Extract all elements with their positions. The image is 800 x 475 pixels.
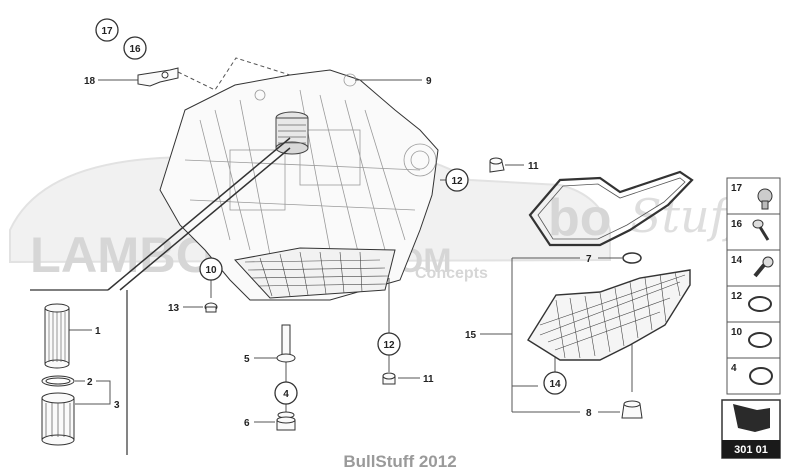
callout-14: 14 <box>543 371 567 395</box>
seal-ring-icon <box>748 296 772 312</box>
legend-row-14: 14 <box>731 255 774 278</box>
arrow-icon <box>733 404 770 432</box>
svg-text:10: 10 <box>731 327 743 338</box>
svg-text:17: 17 <box>731 183 743 194</box>
svg-text:17: 17 <box>101 26 113 37</box>
reference-number: 301 01 <box>734 444 768 456</box>
legend-row-4: 4 <box>731 363 773 385</box>
bolt-icon <box>757 188 773 210</box>
part-labels: 18 9 11 7 15 13 1 2 3 5 11 6 8 <box>84 76 592 429</box>
small-parts <box>41 67 694 446</box>
pan-gasket <box>528 170 694 247</box>
label-11-top: 11 <box>528 161 539 172</box>
bracket-part-18 <box>137 67 179 87</box>
svg-text:4: 4 <box>283 389 289 400</box>
filter-element-part-1 <box>44 303 70 369</box>
svg-text:14: 14 <box>549 379 561 390</box>
filter-cap-part-3 <box>41 392 75 446</box>
watermark-large-text: LAMBO <box>30 227 215 283</box>
diagram-caption: BullStuff 2012 <box>343 452 456 471</box>
watermark-brand-text: bo <box>548 189 612 247</box>
watermark-tagline-text: Concepts <box>415 265 488 282</box>
legend-row-10: 10 <box>731 327 772 348</box>
label-9: 9 <box>426 76 432 87</box>
label-13: 13 <box>168 303 180 314</box>
callout-17: 17 <box>95 18 119 42</box>
callout-12-lower: 12 <box>377 332 401 356</box>
reference-box: 301 01 <box>721 399 781 459</box>
screw-icon <box>752 219 770 241</box>
plug-icon <box>753 256 774 278</box>
bolt-part-5 <box>281 324 291 356</box>
label-8: 8 <box>586 408 592 419</box>
legend-row-12: 12 <box>731 291 772 312</box>
parts-legend: 17 16 14 12 10 <box>726 177 781 395</box>
legend-row-16: 16 <box>731 219 770 241</box>
svg-text:14: 14 <box>731 255 743 266</box>
callouts: 17 16 12 10 12 4 14 <box>95 18 567 405</box>
label-6: 6 <box>244 418 250 429</box>
label-18: 18 <box>84 76 96 87</box>
label-5: 5 <box>244 354 250 365</box>
label-11-lower: 11 <box>423 374 434 385</box>
legend-row-17: 17 <box>731 183 773 210</box>
label-2: 2 <box>87 377 93 388</box>
o-ring-part-7 <box>622 252 642 264</box>
svg-text:4: 4 <box>731 363 737 374</box>
svg-text:12: 12 <box>731 291 743 302</box>
label-15: 15 <box>465 330 477 341</box>
svg-text:16: 16 <box>731 219 743 230</box>
label-3: 3 <box>114 400 120 411</box>
transmission-housing <box>159 69 439 301</box>
oil-pan-part-15 <box>527 269 691 361</box>
svg-text:12: 12 <box>383 340 395 351</box>
svg-text:10: 10 <box>205 265 217 276</box>
callout-4: 4 <box>274 381 298 405</box>
seal-ring-icon <box>748 332 772 348</box>
label-7: 7 <box>586 254 592 265</box>
label-1: 1 <box>95 326 101 337</box>
callout-10: 10 <box>199 257 223 281</box>
callout-12-top: 12 <box>445 168 469 192</box>
seal-ring-icon <box>749 367 773 385</box>
svg-text:12: 12 <box>451 176 463 187</box>
callout-16: 16 <box>123 36 147 60</box>
svg-text:16: 16 <box>129 44 141 55</box>
